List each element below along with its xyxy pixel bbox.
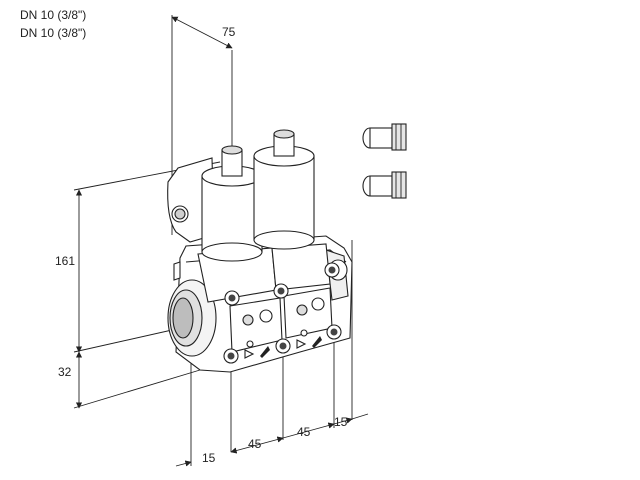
screw-4-head <box>227 352 235 360</box>
dim-45-a-line <box>230 436 284 454</box>
coil-left-bottom <box>201 242 263 262</box>
dimension-lines <box>73 15 369 467</box>
dim-45-b-text: 45 <box>297 425 311 439</box>
inlet-nut-top <box>173 261 181 281</box>
test-point-6 <box>300 329 308 337</box>
dim-15-left-text: 15 <box>202 451 216 465</box>
dim-15-right-tail <box>351 413 369 420</box>
screw-1-head <box>228 294 236 302</box>
dim-75-line <box>171 16 233 49</box>
dim-15-right-text: 15 <box>334 415 348 429</box>
test-point-4 <box>311 297 325 311</box>
test-point-3 <box>296 304 308 316</box>
screw-2-head <box>277 287 285 295</box>
dim-32-text: 32 <box>58 365 72 379</box>
test-point-1 <box>242 314 254 326</box>
flow-arrow-left-icon <box>244 349 255 359</box>
dim-45-b-line <box>282 422 335 439</box>
screw-3-head <box>328 266 336 274</box>
screw-6-head <box>330 328 338 336</box>
cable-gland-bottom <box>362 171 407 199</box>
flow-marker-right-icon <box>312 336 322 348</box>
inlet-port-bore <box>172 297 194 339</box>
flow-arrow-right-icon <box>296 339 307 349</box>
test-point-2 <box>259 309 273 323</box>
valve-assembly <box>167 129 353 373</box>
screw-5-head <box>279 342 287 350</box>
dim-75-text: 75 <box>222 25 236 39</box>
size-label-1: DN 10 (3/8") <box>20 8 87 22</box>
size-label-2: DN 10 (3/8") <box>20 26 87 40</box>
solenoid-coil-left <box>201 175 263 253</box>
coil-right-bottom <box>253 230 315 250</box>
solenoid-coil-right <box>253 155 315 241</box>
dim-15-left-arrow <box>175 460 192 467</box>
dim-161-text: 161 <box>55 254 75 268</box>
coil-right-cap <box>273 129 295 139</box>
ext-line-161-bottom <box>73 329 173 353</box>
flow-marker-left-icon <box>260 346 270 358</box>
ext-line-32-bottom <box>73 369 201 409</box>
coil-left-cap <box>221 145 243 155</box>
cable-gland-top <box>362 123 407 151</box>
test-point-5 <box>246 340 254 348</box>
dim-45-a-text: 45 <box>248 437 262 451</box>
flange-bolt-inner <box>174 208 186 220</box>
control-block-right <box>271 243 331 291</box>
dim-15-right-line <box>333 417 353 425</box>
